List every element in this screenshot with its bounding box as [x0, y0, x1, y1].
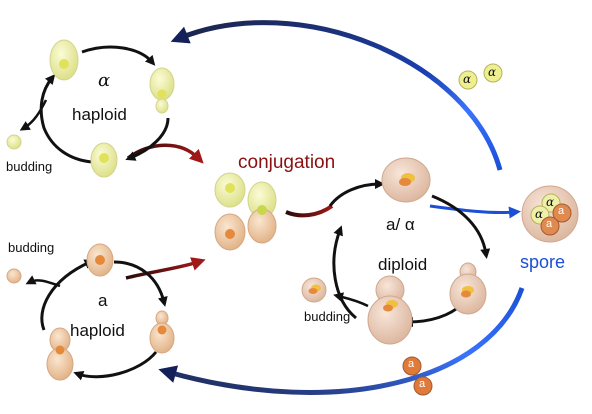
diploid-cell-budding-right — [449, 262, 487, 315]
alpha-cell-budding-right — [149, 67, 175, 114]
a-mating-type-label: a — [98, 291, 108, 310]
spore-label: spore — [520, 252, 566, 272]
alpha-cycle-arrow-bottom — [39, 74, 93, 164]
diploid-cycle-arrow-right — [431, 194, 491, 259]
alpha-to-conjugation-arrow — [126, 143, 204, 164]
a-spore-label-1: a — [408, 358, 415, 370]
diploid-cell-top — [381, 157, 431, 203]
alpha-cycle-arrow-top — [81, 45, 156, 66]
ascus-a-label-1: a — [558, 205, 565, 217]
diploid-bud-cell — [301, 277, 327, 303]
diploid-budding-arrow — [333, 292, 369, 308]
conjugation-fusing-cell — [247, 181, 277, 244]
diploid-mating-type-label: a/ α — [386, 215, 415, 234]
alpha-spore-label-2: α — [488, 65, 497, 79]
alpha-cycle-arrow-right — [125, 117, 170, 161]
alpha-budding-arrow — [19, 99, 48, 131]
alpha-cell-bottom — [90, 142, 118, 178]
alpha-cell-top — [49, 39, 79, 81]
a-budding-label: budding — [8, 240, 55, 255]
alpha-budding-label: budding — [6, 159, 53, 174]
a-cell-budding-right — [149, 310, 175, 354]
spore-to-alpha-arrow — [170, 20, 503, 171]
ascus-a-label-2: a — [546, 218, 553, 230]
diploid-cycle-arrow-top — [328, 179, 385, 207]
diploid-cycle-arrow-left — [332, 225, 357, 320]
alpha-haploid-label: haploid — [72, 105, 127, 124]
ascus-alpha-label-2: α — [535, 207, 544, 221]
conjugation-to-diploid-arrow — [285, 204, 334, 218]
a-cycle-arrow-top — [113, 260, 168, 307]
alpha-spore-label-1: α — [463, 72, 472, 86]
a-spore-label-2: a — [419, 378, 426, 390]
a-spores-released — [402, 356, 433, 396]
diploid-label: diploid — [378, 255, 428, 274]
alpha-mating-type-label: α — [98, 70, 111, 91]
a-budding-arrow — [25, 275, 61, 288]
a-cell-top — [86, 243, 114, 277]
a-cycle-arrow-left — [40, 259, 95, 331]
diploid-cell-budding-bottom — [367, 275, 413, 345]
conjugation-alpha-cell-left — [214, 172, 246, 208]
alpha-bud-cell — [6, 134, 22, 150]
spore-to-a-arrow — [158, 287, 525, 395]
a-to-conjugation-arrow — [125, 257, 206, 280]
diploid-budding-label: budding — [304, 309, 351, 324]
a-haploid-label: haploid — [70, 321, 125, 340]
a-cycle-arrow-bottom — [73, 351, 158, 381]
alpha-spores-released — [458, 63, 503, 90]
a-bud-cell — [6, 268, 22, 284]
conjugation-label: conjugation — [238, 152, 336, 173]
a-cell-budding-left — [46, 327, 74, 381]
ascus-alpha-label-1: α — [546, 195, 555, 209]
conjugation-a-cell-left — [214, 213, 246, 251]
diploid-to-spore-arrow — [429, 204, 521, 219]
ascus-spore-sac — [521, 185, 579, 243]
